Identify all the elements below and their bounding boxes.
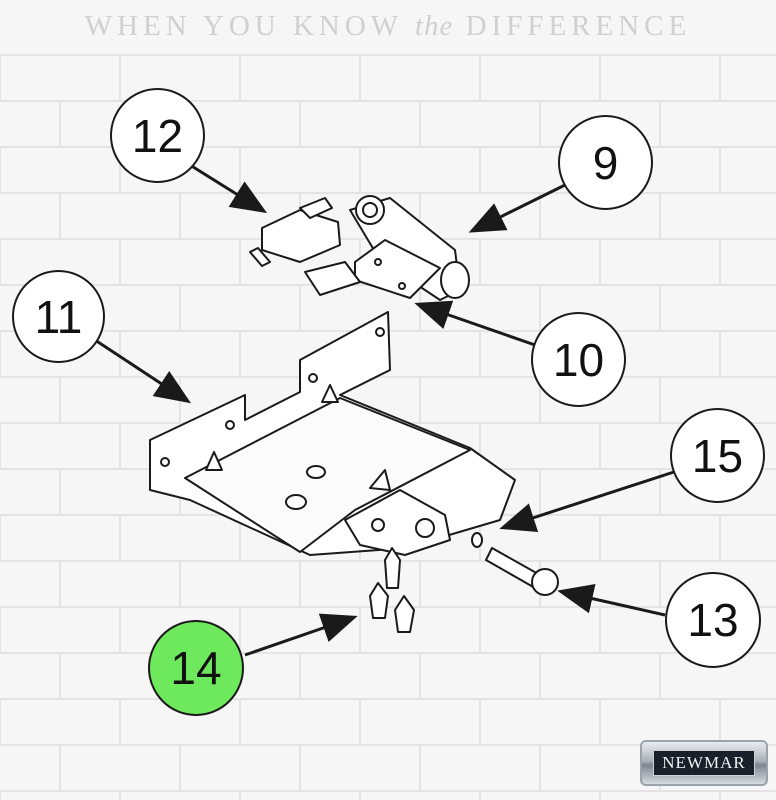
leader-arrow-11: [94, 338, 192, 404]
screw: [394, 595, 415, 633]
callout-10[interactable]: 10: [531, 312, 626, 407]
logo-text: NEWMAR: [653, 750, 755, 776]
callout-13[interactable]: 13: [665, 572, 761, 668]
switch-terminal: [249, 247, 271, 267]
hinge-hole: [371, 518, 385, 532]
tagline-after: DIFFERENCE: [465, 10, 692, 42]
plate-hole: [398, 282, 406, 290]
newmar-logo: NEWMAR: [640, 740, 768, 786]
callout-12[interactable]: 12: [110, 88, 205, 183]
leader-arrow-14: [244, 613, 358, 657]
callout-14[interactable]: 14: [148, 620, 244, 716]
mount-hole: [375, 327, 385, 337]
stud: [205, 451, 223, 471]
tagline: WHEN YOU KNOW the DIFFERENCE: [0, 10, 776, 43]
switch-lever: [299, 197, 333, 219]
mount-hole: [160, 457, 170, 467]
boss: [306, 465, 326, 479]
screw: [369, 582, 389, 619]
connector: [304, 261, 361, 296]
tagline-before: WHEN YOU KNOW: [84, 10, 403, 42]
micro-switch: [261, 209, 341, 263]
mount-hole: [225, 420, 235, 430]
tab-flange: [369, 469, 391, 491]
callout-15[interactable]: 15: [670, 408, 765, 503]
leader-arrow-12: [189, 163, 268, 214]
mount-hole: [308, 373, 318, 383]
bracket-top-face: [184, 397, 471, 553]
leader-arrow-15: [499, 468, 681, 532]
callout-9[interactable]: 9: [558, 115, 653, 210]
actuator-wheel: [440, 261, 470, 299]
callout-11[interactable]: 11: [12, 270, 105, 363]
pin-head: [531, 568, 559, 596]
plate-hole: [374, 258, 382, 266]
hinge-hole: [415, 518, 435, 538]
hinge-tab: [344, 489, 451, 556]
tagline-emphasis: the: [414, 10, 454, 42]
boss: [285, 494, 307, 510]
washer: [471, 532, 483, 548]
leader-arrow-13: [557, 583, 666, 617]
screw: [384, 547, 401, 589]
stud: [321, 384, 339, 403]
leader-arrow-10: [414, 300, 536, 347]
leader-arrow-9: [468, 183, 566, 233]
actuator-roller-inner: [362, 202, 378, 218]
